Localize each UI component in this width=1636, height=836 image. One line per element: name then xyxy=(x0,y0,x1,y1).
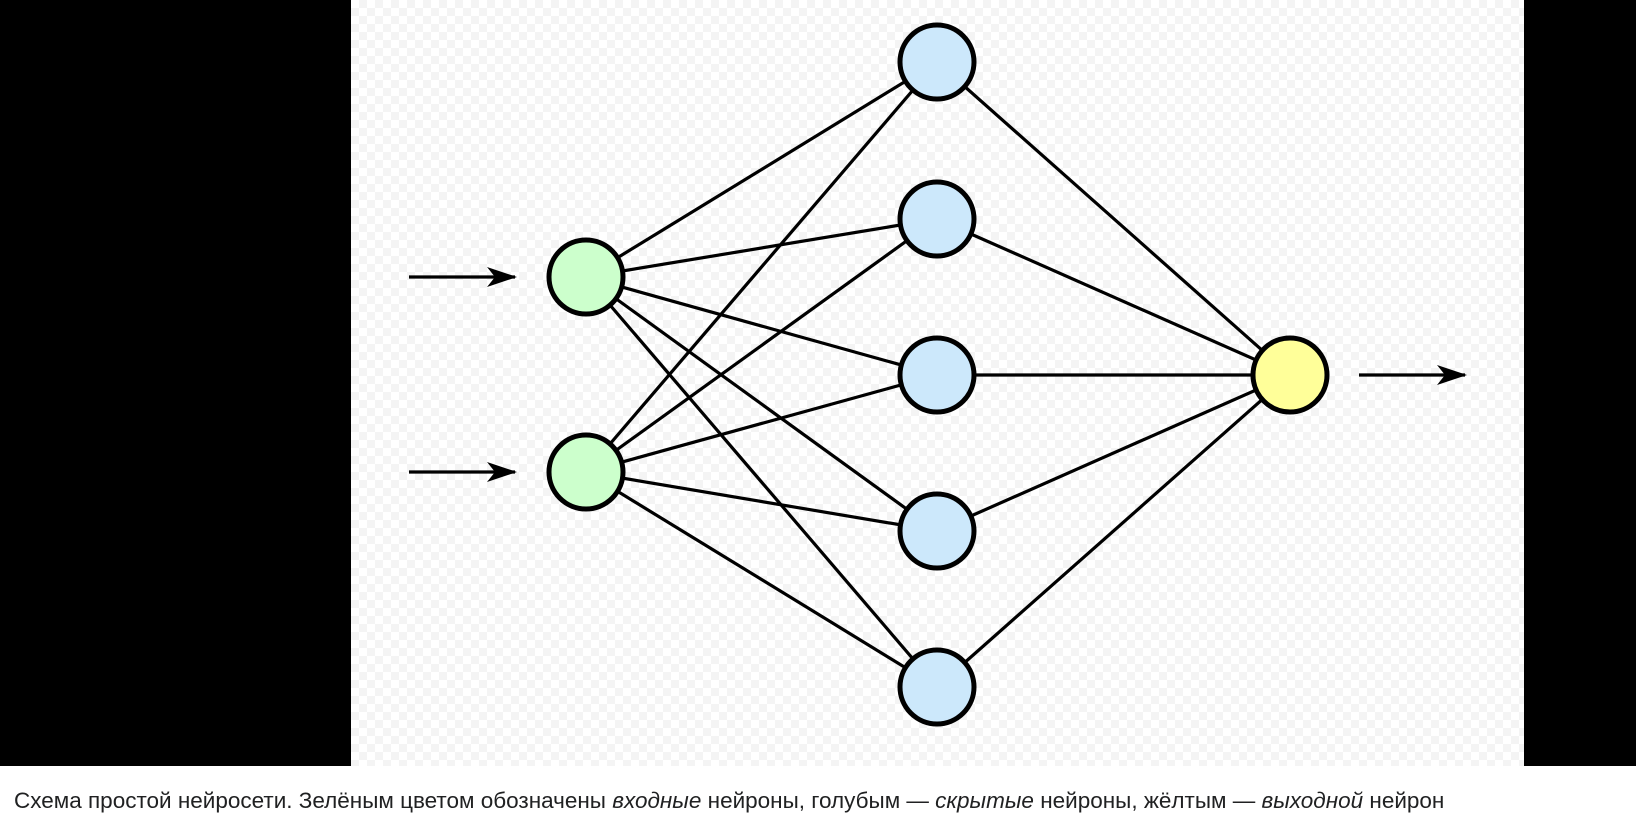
connection-input-2-to-hidden-4 xyxy=(585,470,938,533)
connection-hidden-4-to-output-1 xyxy=(936,373,1291,533)
connection-input-1-to-hidden-3 xyxy=(585,275,938,377)
input-neuron-2 xyxy=(546,432,626,512)
connection-input-2-to-hidden-3 xyxy=(585,373,938,474)
caption-text-2: нейроны, голубым — xyxy=(701,788,936,813)
output-neuron-1 xyxy=(1250,335,1330,415)
arrows-layer xyxy=(409,267,1467,482)
input-neuron-1 xyxy=(546,237,626,317)
connection-input-1-to-hidden-2 xyxy=(585,217,938,279)
hidden-neuron-2 xyxy=(897,179,977,259)
neurons-layer xyxy=(546,22,1330,727)
figure-caption: Схема простой нейросети. Зелёным цветом … xyxy=(14,786,1624,816)
connection-input-2-to-hidden-2 xyxy=(585,217,938,474)
connection-hidden-1-to-output-1 xyxy=(935,60,1292,377)
caption-text-1: Схема простой нейросети. Зелёным цветом … xyxy=(14,788,613,813)
hidden-neuron-5 xyxy=(897,647,977,727)
caption-text-4: нейрон xyxy=(1363,788,1445,813)
caption-emphasis-input: входные xyxy=(612,788,702,813)
neural-network-diagram xyxy=(409,22,1467,727)
connections-layer xyxy=(584,60,1292,689)
caption-text-3: нейроны, жёлтым — xyxy=(1033,788,1262,813)
connection-input-2-to-hidden-5 xyxy=(585,470,938,689)
image-frame xyxy=(0,0,1636,766)
hidden-neuron-4 xyxy=(897,491,977,571)
connection-input-1-to-hidden-1 xyxy=(585,60,938,279)
caption-emphasis-output: выходной xyxy=(1261,788,1364,813)
hidden-neuron-1 xyxy=(897,22,977,102)
connection-hidden-2-to-output-1 xyxy=(936,217,1291,377)
connection-input-2-to-hidden-1 xyxy=(584,60,939,474)
connection-input-1-to-hidden-4 xyxy=(585,275,938,533)
diagram-canvas xyxy=(351,0,1524,766)
connection-input-1-to-hidden-5 xyxy=(584,275,939,689)
hidden-neuron-3 xyxy=(897,335,977,415)
caption-emphasis-hidden: скрытые xyxy=(935,788,1034,813)
connection-hidden-5-to-output-1 xyxy=(935,373,1292,689)
